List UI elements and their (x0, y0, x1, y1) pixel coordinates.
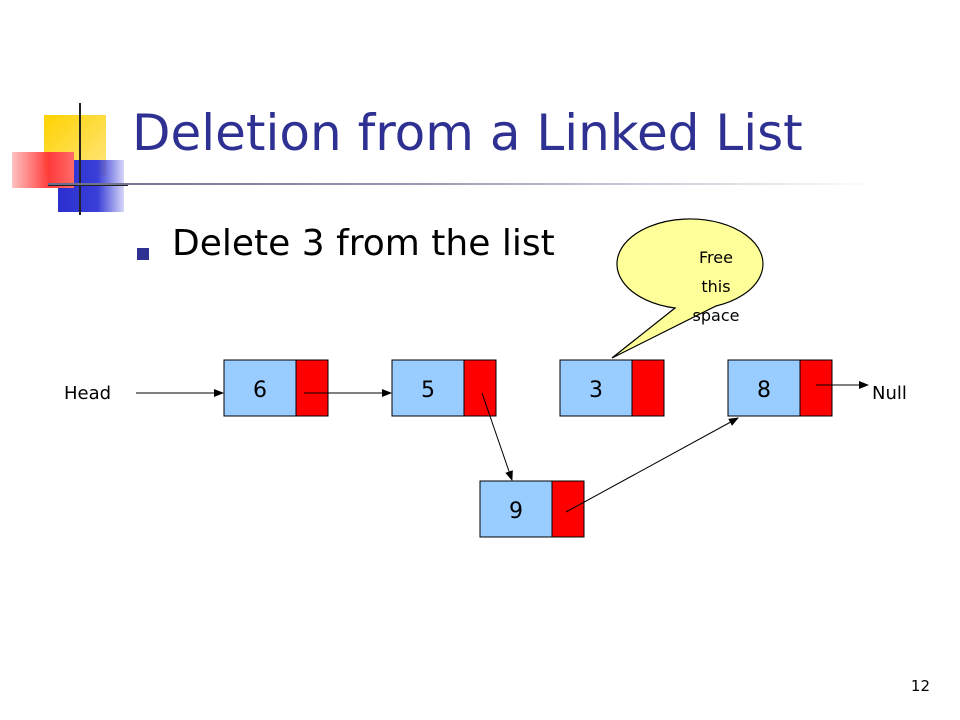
callout-bubble: Free this space (611, 218, 764, 359)
decor-red-square (12, 152, 74, 188)
node-value: 9 (509, 499, 523, 524)
callout-line-1: Free (699, 248, 733, 267)
pointer-arrow-5-to-9 (481, 392, 513, 481)
decor-vertical-line (79, 103, 81, 215)
node-value: 6 (253, 378, 267, 403)
node-value: 5 (421, 378, 435, 403)
bullet-text: Delete 3 from the list (172, 223, 555, 264)
list-node-8: 8 (727, 359, 833, 417)
list-node-5: 5 (391, 359, 497, 417)
callout-line-2: this (701, 277, 730, 296)
node-value: 8 (757, 378, 771, 403)
bullet-icon (137, 248, 149, 260)
head-label: Head (64, 383, 111, 404)
node-value: 3 (589, 378, 603, 403)
title-underline (48, 183, 878, 185)
list-node-6: 6 (223, 359, 329, 417)
list-node-9: 9 (479, 480, 585, 538)
page-number: 12 (910, 677, 930, 695)
null-label: Null (872, 383, 907, 404)
page-title: Deletion from a Linked List (132, 104, 803, 162)
callout-line-3: space (693, 306, 740, 325)
decor-horizontal-line (48, 184, 128, 186)
pointer-arrow-9-to-8 (565, 417, 739, 513)
list-node-3: 3 (559, 359, 665, 417)
